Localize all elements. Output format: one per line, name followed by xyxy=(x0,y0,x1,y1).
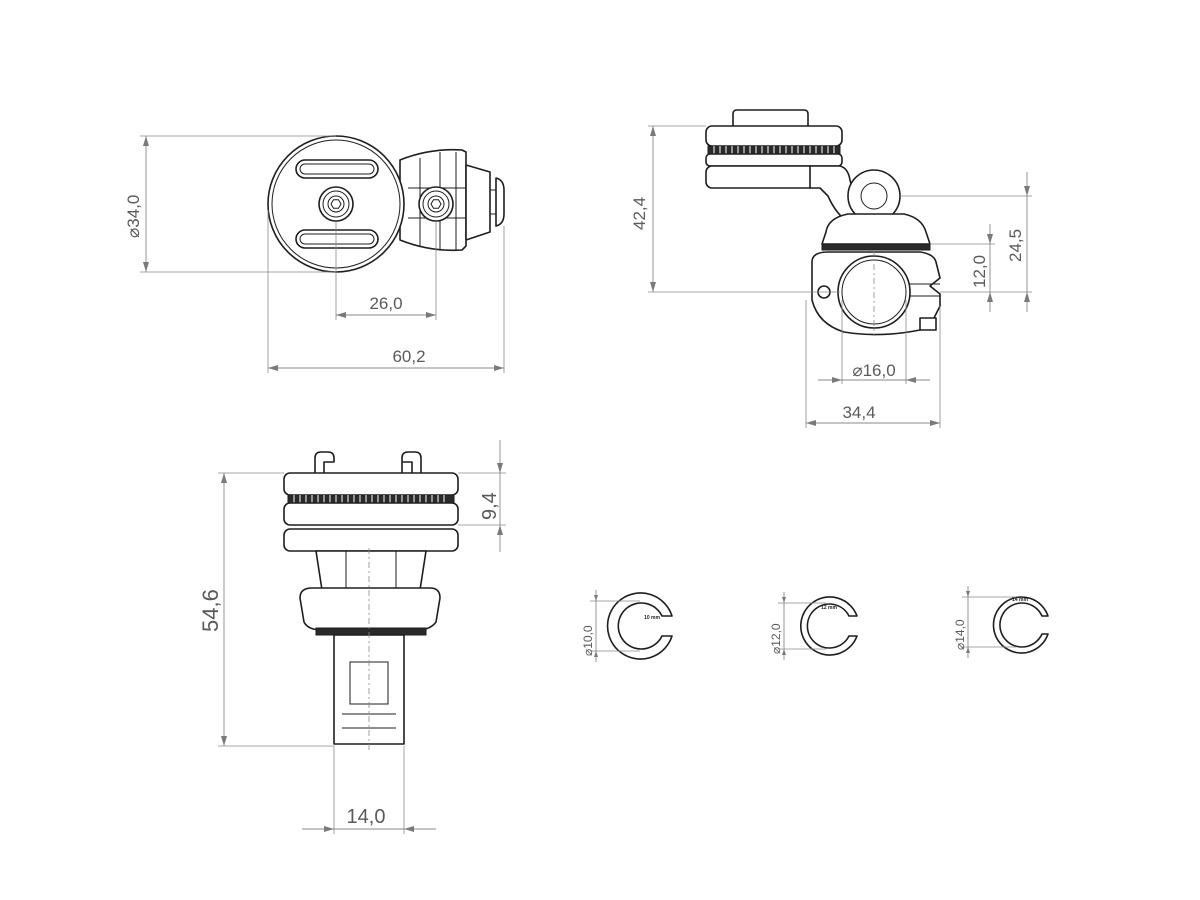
insert-label: 12 mm xyxy=(821,605,837,611)
front-view: 9,4 54,6 14,0 xyxy=(198,440,506,834)
insert-label: 10 mm xyxy=(644,615,660,621)
dim-overall-height: 54,6 xyxy=(198,589,223,632)
dim-pivot-offset: 24,5 xyxy=(1006,229,1025,262)
top-view: ⌀34,0 26,0 60,2 xyxy=(124,135,505,373)
insert-14mm: 14 mm ⌀14,0 xyxy=(953,586,1049,658)
dim-clamp-diameter: ⌀16,0 xyxy=(852,361,895,380)
side-view: 42,4 24,5 12,0 ⌀16,0 34,4 xyxy=(630,109,1032,428)
insert-label: 14 mm xyxy=(1012,597,1028,603)
arm-screw-icon xyxy=(418,186,454,222)
center-screw-icon xyxy=(318,186,354,222)
dim-clamp-width: 34,4 xyxy=(842,403,875,422)
dim-diameter-34: ⌀34,0 xyxy=(124,195,143,238)
dim-head-height: 9,4 xyxy=(479,492,501,520)
dim-screw-spacing: 26,0 xyxy=(369,294,402,313)
insert-diameter: ⌀12,0 xyxy=(769,623,783,654)
insert-12mm: 12 mm ⌀12,0 xyxy=(769,592,858,660)
insert-diameter: ⌀14,0 xyxy=(953,619,967,650)
insert-10mm: 10 mm ⌀10,0 xyxy=(581,590,673,662)
dim-overall-length: 60,2 xyxy=(392,347,425,366)
dim-clamp-offset: 12,0 xyxy=(970,255,989,288)
dim-height-42: 42,4 xyxy=(630,197,649,230)
insert-diameter: ⌀10,0 xyxy=(581,625,595,656)
dim-stem-width: 14,0 xyxy=(347,806,386,828)
